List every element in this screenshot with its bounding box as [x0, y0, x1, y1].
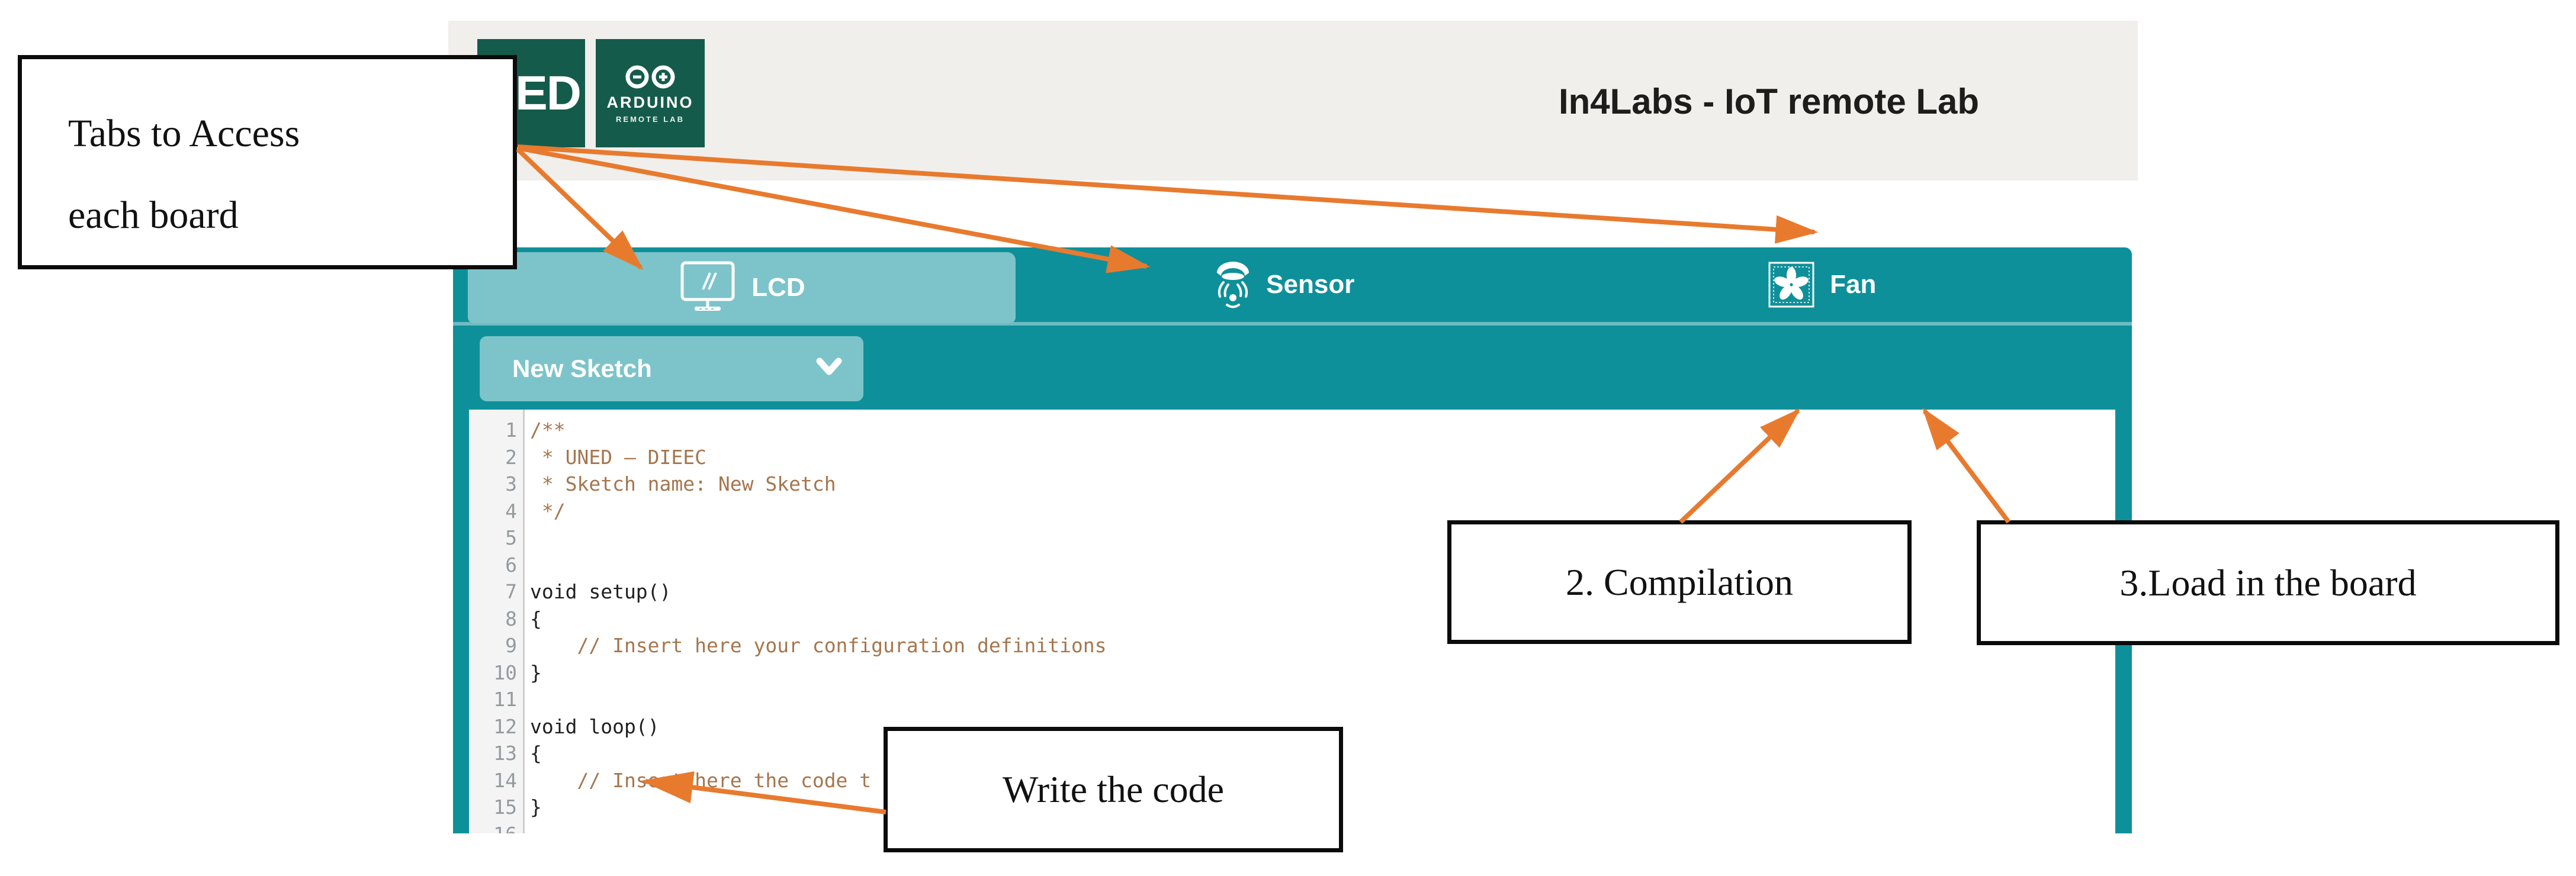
tabs-annotation-line2: each board [68, 194, 239, 237]
chevron-down-icon [816, 358, 842, 375]
code-line: 16 [469, 821, 2115, 834]
code-line: 3 * Sketch name: New Sketch [505, 472, 836, 495]
code-line: 15} [493, 796, 542, 819]
sketch-toolbar: New Sketch [453, 326, 2132, 481]
write-code-annotation-text: Write the code [1002, 768, 1225, 810]
arduino-infinity-icon [625, 65, 675, 89]
code-line: 11 [493, 688, 517, 711]
load-annotation-text: 3.Load in the board [2119, 561, 2417, 604]
code-line: 5 [505, 526, 517, 549]
tabs-annotation-line1: Tabs to Access [68, 112, 300, 155]
tab-label-fan: Fan [1830, 270, 1877, 299]
tab-sensor[interactable]: Sensor [1016, 247, 1553, 322]
write-code-annotation-box: Write the code [884, 727, 1343, 852]
load-annotation-box: 3.Load in the board [1977, 520, 2559, 645]
tab-label-lcd: LCD [751, 273, 805, 302]
code-line: 1/** [505, 418, 566, 442]
compilation-annotation-box: 2. Compilation [1447, 520, 1912, 644]
tabs-annotation-box: Tabs to Access each board [18, 55, 517, 269]
motion-sensor-icon [1217, 262, 1250, 308]
code-line: 2 * UNED – DIEEC [505, 445, 707, 469]
code-line: 4 */ [505, 499, 566, 523]
fan-icon [1768, 262, 1814, 308]
code-line: 6 [505, 553, 517, 577]
line-number-gutter [469, 410, 525, 833]
arduino-remote-lab-logo: ARDUINO REMOTE LAB [596, 39, 705, 147]
arduino-logo-subtitle: REMOTE LAB [616, 115, 685, 124]
tab-lcd[interactable]: LCD [468, 252, 1016, 323]
lcd-monitor-icon [680, 261, 735, 311]
tab-fan[interactable]: Fan [1553, 247, 2091, 322]
app-header: UNED ARDUINO REMOTE LAB In4Labs - IoT re… [448, 21, 2138, 181]
sketch-selector-value: New Sketch [512, 355, 652, 382]
compilation-annotation-text: 2. Compilation [1566, 561, 1793, 603]
arduino-logo-name: ARDUINO [606, 94, 694, 111]
code-line: 10} [493, 661, 542, 684]
board-tabbar: LCD Sensor [453, 247, 2132, 326]
page-title: In4Labs - IoT remote Lab [1558, 82, 1980, 121]
code-line: 13{ [493, 742, 542, 765]
sketch-selector[interactable]: New Sketch [480, 336, 863, 401]
code-line: 8{ [505, 607, 542, 630]
tab-label-sensor: Sensor [1266, 270, 1355, 299]
code-line: 9 // Insert here your configuration defi… [505, 634, 1107, 657]
